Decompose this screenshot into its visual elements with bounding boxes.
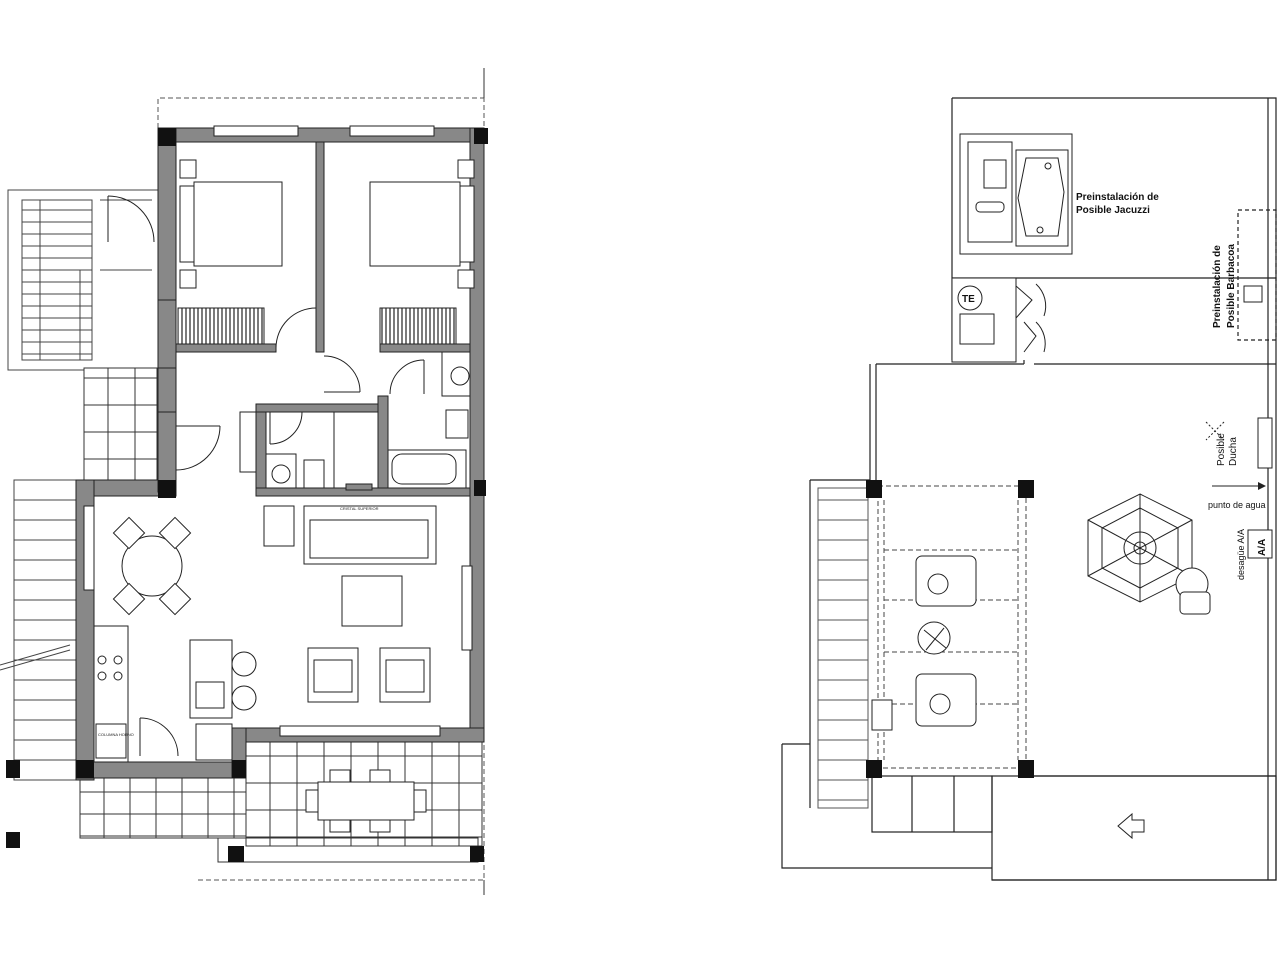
structural-columns [6,128,488,862]
water-heater-closet [951,277,1047,363]
bed-2 [369,159,475,345]
kitchen [93,625,257,763]
entry-tiles [83,367,158,481]
hex-table [1087,493,1211,615]
pergola-columns [866,480,1034,778]
interior-walls [157,141,471,497]
ground-floor-plan: CRISTAL SUPERIOR COLUMNA HORNO [0,68,488,895]
ac-unit-label: A/A [1257,539,1268,556]
living-room-furniture [263,505,437,703]
water-point-label: punto de agua [1208,500,1266,510]
barbecue-label-2: Posible Barbacoa [1226,244,1237,328]
terrace-tiles-left [79,777,249,839]
jacuzzi [959,133,1073,255]
roof-terrace-plan [781,97,1277,881]
shower-label-2: Ducha [1228,437,1239,466]
shower-label-1: Posible [1216,433,1227,466]
dining-set [112,516,192,616]
bathroom-fixtures [239,351,471,491]
terrace-table [305,769,427,833]
ac-drain-label: desagüe A/A [1236,529,1246,580]
jacuzzi-label-2: Posible Jacuzzi [1076,205,1150,216]
stair-right [817,487,869,809]
jacuzzi-label-1: Preinstalación de [1076,192,1159,203]
bed-1 [177,159,283,345]
loungers [871,555,977,731]
water-heater-label: TE [962,294,975,305]
sofa-label: CRISTAL SUPERIOR [340,506,379,511]
stair-bottom-left [0,479,81,781]
left-arrow-icon [1117,812,1145,840]
barbecue-label-1: Preinstalación de [1212,245,1223,328]
stair-top-left [7,189,159,371]
column-label: COLUMNA HORNO [98,732,134,737]
door-swings [107,195,425,757]
